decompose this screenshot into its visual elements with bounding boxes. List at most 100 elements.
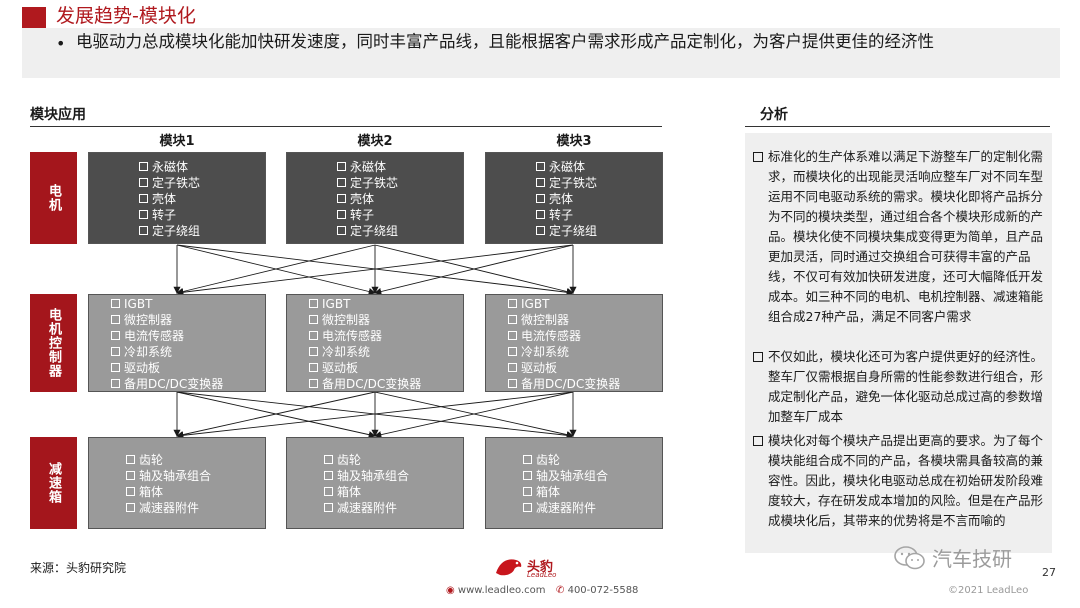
analysis-rule [745, 126, 1050, 127]
list-item: 备用DC/DC变换器 [508, 376, 662, 392]
checkbox-icon [324, 471, 333, 480]
checkbox-icon [536, 194, 545, 203]
checkbox-icon [523, 487, 532, 496]
gearbox-module-2: 齿轮 轴及轴承组合 箱体 减速器附件 [286, 437, 464, 529]
checkbox-icon [309, 331, 318, 340]
list-item: 轴及轴承组合 [324, 468, 463, 484]
brand-name-en: LeadLeo [527, 571, 557, 579]
checkbox-icon [111, 331, 120, 340]
summary-box: • 电驱动力总成模块化能加快研发速度，同时丰富产品线，且能根据客户需求形成产品定… [22, 28, 1060, 78]
list-item: 箱体 [523, 484, 662, 500]
checkbox-icon [508, 379, 517, 388]
checkbox-icon [309, 299, 318, 308]
checkbox-icon [324, 455, 333, 464]
checkbox-icon [126, 455, 135, 464]
checkbox-icon [508, 331, 517, 340]
checkbox-icon [139, 210, 148, 219]
row-label-motor: 电机 [30, 152, 77, 244]
website-link[interactable]: ◉ www.leadleo.com [446, 585, 546, 596]
list-item: IGBT [309, 296, 463, 312]
list-item: 备用DC/DC变换器 [309, 376, 463, 392]
checkbox-icon [324, 487, 333, 496]
checkbox-icon [508, 347, 517, 356]
list-item: 冷却系统 [111, 344, 265, 360]
analysis-paragraph-1: 标准化的生产体系难以满足下游整车厂的定制化需求，而模块化的出现能灵活响应整车厂对… [753, 147, 1047, 327]
summary-bullet: • [56, 34, 66, 53]
list-item: 齿轮 [126, 452, 265, 468]
page-number: 27 [1042, 566, 1056, 579]
column-head-3: 模块3 [556, 134, 592, 149]
list-item: 定子铁芯 [337, 175, 463, 191]
checkbox-icon [111, 299, 120, 308]
list-item: 定子铁芯 [139, 175, 265, 191]
checkbox-icon [126, 487, 135, 496]
motor-module-2: 永磁体 定子铁芯 壳体 转子 定子绕组 [286, 152, 464, 244]
list-item: 定子绕组 [139, 223, 265, 239]
gearbox-module-3: 齿轮 轴及轴承组合 箱体 减速器附件 [485, 437, 663, 529]
checkbox-icon [337, 178, 346, 187]
brand-name: 头豹 [527, 560, 554, 575]
checkbox-icon [111, 347, 120, 356]
list-item: IGBT [508, 296, 662, 312]
analysis-paragraph-2: 不仅如此，模块化还可为客户提供更好的经济性。整车厂仅需根据自身所需的性能参数进行… [753, 347, 1047, 427]
list-item: 备用DC/DC变换器 [111, 376, 265, 392]
list-item: 永磁体 [139, 159, 265, 175]
list-item: 永磁体 [337, 159, 463, 175]
checkbox-icon [126, 471, 135, 480]
checkbox-icon [536, 210, 545, 219]
checkbox-icon [111, 363, 120, 372]
list-item: 箱体 [324, 484, 463, 500]
list-item: 转子 [536, 207, 662, 223]
controller-module-2: IGBT 微控制器 电流传感器 冷却系统 驱动板 备用DC/DC变换器 [286, 294, 464, 392]
module-section-heading: 模块应用 [30, 107, 86, 123]
phone-icon: ✆ [556, 585, 565, 596]
checkbox-icon [111, 315, 120, 324]
summary-text: 电驱动力总成模块化能加快研发速度，同时丰富产品线，且能根据客户需求形成产品定制化… [76, 32, 934, 51]
checkbox-icon [508, 363, 517, 372]
list-item: 齿轮 [523, 452, 662, 468]
page-title: 发展趋势-模块化 [56, 5, 196, 27]
list-item: 驱动板 [309, 360, 463, 376]
watermark-text: 汽车技研 [932, 547, 1012, 571]
list-item: 电流传感器 [309, 328, 463, 344]
checkbox-icon [309, 379, 318, 388]
list-item: 微控制器 [508, 312, 662, 328]
controller-module-3: IGBT 微控制器 电流传感器 冷却系统 驱动板 备用DC/DC变换器 [485, 294, 663, 392]
motor-module-3: 永磁体 定子铁芯 壳体 转子 定子绕组 [485, 152, 663, 244]
wechat-icon [894, 546, 925, 570]
checkbox-icon [536, 178, 545, 187]
analysis-paragraph-3: 模块化对每个模块产品提出更高的要求。为了每个模块能组合成不同的产品，各模块需具备… [753, 431, 1047, 531]
gearbox-module-1: 齿轮 轴及轴承组合 箱体 减速器附件 [88, 437, 266, 529]
checkbox-icon [139, 178, 148, 187]
checkbox-icon [523, 471, 532, 480]
list-item: 齿轮 [324, 452, 463, 468]
list-item: 微控制器 [309, 312, 463, 328]
list-item: 壳体 [337, 191, 463, 207]
checkbox-icon [536, 226, 545, 235]
title-accent-bar [22, 7, 46, 31]
checkbox-icon [309, 315, 318, 324]
list-item: 减速器附件 [126, 500, 265, 516]
checkbox-icon [337, 210, 346, 219]
list-item: 微控制器 [111, 312, 265, 328]
checkbox-icon [337, 194, 346, 203]
list-item: 减速器附件 [324, 500, 463, 516]
column-head-2: 模块2 [357, 134, 393, 149]
checkbox-icon [508, 299, 517, 308]
checkbox-icon [139, 162, 148, 171]
checkbox-icon [523, 455, 532, 464]
list-item: 壳体 [536, 191, 662, 207]
checkbox-icon [309, 347, 318, 356]
phone-number: ✆ 400-072-5588 [556, 585, 639, 596]
bullet-box-icon [753, 436, 763, 446]
column-head-1: 模块1 [159, 134, 195, 149]
checkbox-icon [536, 162, 545, 171]
checkbox-icon [126, 503, 135, 512]
list-item: 壳体 [139, 191, 265, 207]
list-item: 永磁体 [536, 159, 662, 175]
controller-module-1: IGBT 微控制器 电流传感器 冷却系统 驱动板 备用DC/DC变换器 [88, 294, 266, 392]
list-item: 轴及轴承组合 [126, 468, 265, 484]
list-item: 冷却系统 [508, 344, 662, 360]
list-item: 冷却系统 [309, 344, 463, 360]
